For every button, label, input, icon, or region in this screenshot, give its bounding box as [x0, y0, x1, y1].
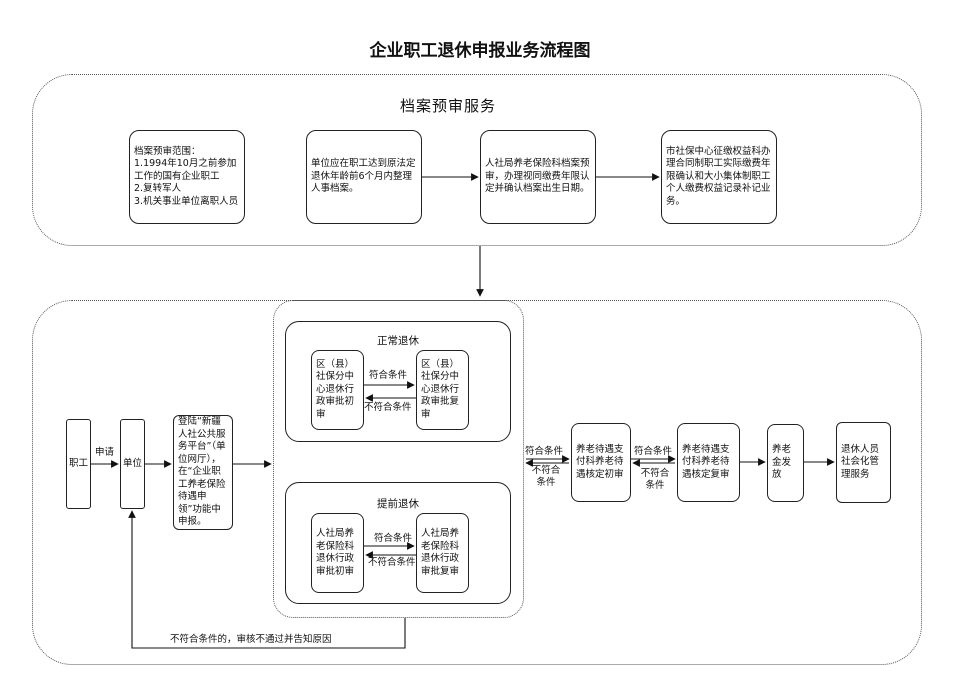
review-pass-label: 符合条件: [525, 446, 564, 458]
review-fail-label: 不符合条件: [530, 465, 562, 489]
return-note: 不符合条件的，审核不通过并告知原因: [170, 634, 332, 646]
early-second-review-box: 人社局养老保险科退休行政审批复审: [416, 513, 469, 593]
bureau-review-box: 人社局养老保险科档案预审，办理视同缴费年限认定并确认档案出生日期。: [480, 130, 596, 224]
platform-box: 登陆“新疆人社公共服务平台”（单位网厅），在“企业职工养老保险待遇申领”功能中申…: [173, 415, 233, 530]
pension-issue-box: 养老金发放: [767, 424, 804, 502]
normal-fail-label: 不符合条件: [364, 402, 412, 414]
early-first-review-box: 人社局养老保险科退休行政审批初审: [311, 513, 364, 593]
archive-section-title: 档案预审服务: [400, 97, 497, 115]
archive-section-group: [32, 74, 922, 246]
normal-pass-label: 符合条件: [369, 370, 408, 382]
platform-text: 登陆“新疆人社公共服务平台”（单位网厅），在“企业职工养老保险待遇申领”功能中申…: [178, 416, 226, 528]
normal-second-review-text: 区（县）社保分中心退休行政审批复审: [421, 358, 460, 420]
normal-second-review-box: 区（县）社保分中心退休行政审批复审: [416, 350, 469, 430]
arrow-return-to-unit: [128, 510, 406, 649]
bureau-review-text: 人社局养老保险科档案预审，办理视同缴费年限认定并确认档案出生日期。: [485, 158, 590, 195]
employee-text: 职工: [69, 457, 89, 469]
unit-text: 单位: [123, 457, 143, 469]
early-retirement-title: 提前退休: [377, 498, 419, 510]
normal-first-review-box: 区（县）社保分中心退休行政审批初审: [311, 350, 364, 430]
social-management-box: 退休人员社会化管理服务: [836, 422, 891, 503]
archive-scope-box: 档案预审范围： 1.1994年10月之前参加工作的国有企业职工 2.复转军人 3…: [129, 130, 245, 224]
payment-second-review-text: 养老待遇支付科养老待遇核定复审: [682, 443, 730, 480]
review-subgroup: [273, 300, 524, 618]
employee-box: 职工: [66, 419, 91, 509]
early-second-review-text: 人社局养老保险科退休行政审批复审: [421, 528, 460, 577]
city-center-box: 市社保中心征缴权益科办理合同制职工实际缴费年限确认和大小集体制职工个人缴费权益记…: [661, 130, 777, 224]
social-management-text: 退休人员社会化管理服务: [841, 443, 880, 480]
payment-first-review-box: 养老待遇支付科养老待遇核定初审: [571, 423, 631, 502]
early-fail-label: 不符合条件: [368, 557, 416, 569]
payment-fail-label: 不符合条件: [639, 468, 671, 492]
payment-pass-label: 符合条件: [634, 446, 673, 458]
normal-first-review-text: 区（县）社保分中心退休行政审批初审: [316, 358, 355, 420]
early-first-review-text: 人社局养老保险科退休行政审批初审: [316, 528, 355, 577]
normal-retirement-title: 正常退休: [377, 335, 419, 347]
unit-box: 单位: [120, 419, 145, 509]
city-center-text: 市社保中心征缴权益科办理合同制职工实际缴费年限确认和大小集体制职工个人缴费权益记…: [666, 145, 771, 207]
archive-scope-text: 档案预审范围： 1.1994年10月之前参加工作的国有企业职工 2.复转军人 3…: [134, 145, 239, 207]
payment-second-review-box: 养老待遇支付科养老待遇核定复审: [677, 423, 740, 502]
page-title: 企业职工退休申报业务流程图: [369, 41, 591, 61]
pension-issue-text: 养老金发放: [772, 444, 792, 481]
apply-label: 申请: [95, 447, 115, 459]
early-pass-label: 符合条件: [374, 533, 413, 545]
unit-prepare-box: 单位应在职工达到原法定退休年龄前6个月内整理人事档案。: [306, 130, 422, 224]
payment-first-review-text: 养老待遇支付科养老待遇核定初审: [576, 443, 624, 480]
unit-prepare-text: 单位应在职工达到原法定退休年龄前6个月内整理人事档案。: [311, 158, 416, 195]
